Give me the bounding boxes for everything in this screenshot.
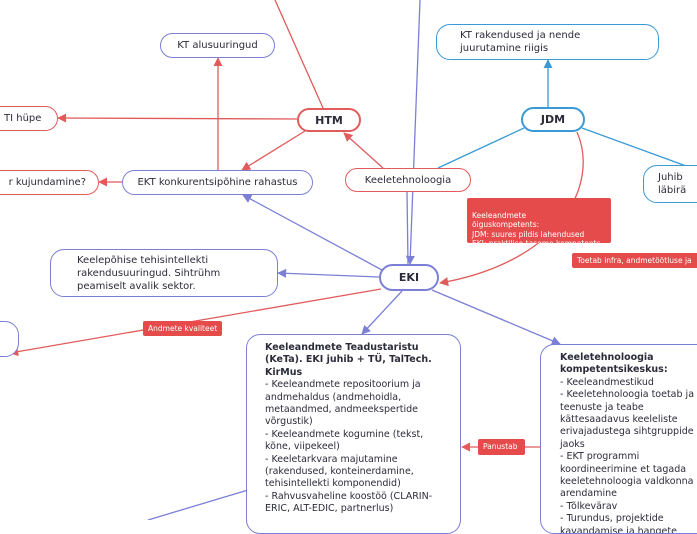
card-kompetents-title: Keeletehnoloogia kompetentsikeskus: bbox=[560, 352, 668, 376]
node-label: EKI bbox=[398, 271, 420, 284]
card-keta-item: - Rahvusvaheline koostöö (CLARIN-ERIC, A… bbox=[265, 490, 433, 515]
node-eki[interactable]: EKI bbox=[379, 264, 439, 291]
node-label: r kujundamine? bbox=[8, 177, 86, 188]
node-label: JDM bbox=[540, 113, 566, 126]
card-keta[interactable]: Keeleandmete Teadustaristu (KeTa). EKI j… bbox=[246, 334, 461, 534]
card-kompetents-item: - Keeletehnoloogia toetab ja teenuste ja… bbox=[560, 389, 695, 450]
edge-jdm-juhib bbox=[581, 127, 697, 171]
card-keta-item: - Keeleandmete repositoorium ja andmehal… bbox=[265, 379, 421, 428]
edge-eki-keta bbox=[361, 290, 403, 335]
edge-htm-ti-hype bbox=[57, 113, 298, 123]
node-htm[interactable]: HTM bbox=[297, 108, 361, 132]
node-label: KT rakendused ja nende juurutamine riigi… bbox=[460, 30, 581, 54]
card-keta-title: Keeleandmete Teadustaristu (KeTa). EKI j… bbox=[265, 342, 432, 378]
node-label: Juhib läbirä bbox=[658, 172, 687, 196]
tag-andmete-kvaliteet: Andmete kvaliteet bbox=[143, 321, 222, 336]
edge-htm-top bbox=[274, 0, 324, 109]
edge-keeletehn-eki bbox=[406, 191, 409, 265]
node-keeletehnoloogia[interactable]: Keeletehnoloogia bbox=[345, 168, 471, 192]
tag-oiguskompetents: Keeleandmete õiguskompetents: JDM: suure… bbox=[467, 198, 611, 243]
node-label: Keelepõhise tehisintellekti rakendusuuri… bbox=[77, 254, 221, 292]
edge-top-eki bbox=[405, 0, 421, 265]
node-tehisintellekt[interactable]: Keelepõhise tehisintellekti rakendusuuri… bbox=[50, 249, 278, 297]
node-kt-rakendused[interactable]: KT rakendused ja nende juurutamine riigi… bbox=[436, 24, 659, 60]
node-label: EKT konkurentsipõhine rahastus bbox=[137, 177, 298, 188]
node-label: Keeletehnoloogia bbox=[364, 174, 452, 186]
node-kt-alusuuringud[interactable]: KT alusuuringud bbox=[160, 33, 275, 58]
node-kujundamine[interactable]: r kujundamine? bbox=[0, 170, 99, 195]
card-keta-item: - Keeletarkvara majutamine (rakendused, … bbox=[265, 453, 414, 490]
edge-eki-tehisintellekt bbox=[277, 268, 380, 278]
card-kompetents-item: - Keeleandmestikud bbox=[560, 376, 654, 388]
node-jdm[interactable]: JDM bbox=[521, 107, 585, 132]
edge-eki-ekt bbox=[242, 194, 383, 271]
node-label: KT alusuuringud bbox=[177, 40, 258, 51]
card-kompetents-item: - Turundus, projektide kavandamise ja ha… bbox=[560, 513, 677, 534]
node-label: TI hüpe bbox=[4, 113, 42, 124]
card-kompetents-item: - Tõlkevärav bbox=[560, 500, 618, 512]
edge-keeletehn-htm bbox=[343, 132, 384, 169]
node-juhib[interactable]: Juhib läbirä bbox=[643, 165, 697, 203]
tag-toetab-infra: Toetab infra, andmetöötluse ja bbox=[572, 253, 697, 268]
card-kompetentsikeskus[interactable]: Keeletehnoloogia kompetentsikeskus: - Ke… bbox=[540, 344, 697, 534]
edge-keta-bottom bbox=[147, 489, 249, 520]
node-label: HTM bbox=[315, 113, 343, 127]
connector-layer bbox=[9, 0, 697, 520]
card-keta-item: - Keeleandmete kogumine (tekst, kõne, vi… bbox=[265, 428, 424, 453]
edge-keeletehn-jdm bbox=[437, 127, 525, 169]
edge-eki-kompetents bbox=[431, 289, 561, 346]
edge-htm-ekt bbox=[241, 130, 306, 171]
node-ekt-rahastus[interactable]: EKT konkurentsipõhine rahastus bbox=[122, 170, 313, 195]
node-ti-hype[interactable]: TI hüpe bbox=[0, 106, 58, 131]
tag-panustab: Panustab bbox=[478, 439, 525, 455]
card-kompetents-item: - EKT programmi koordineerimine et tagad… bbox=[560, 451, 694, 500]
